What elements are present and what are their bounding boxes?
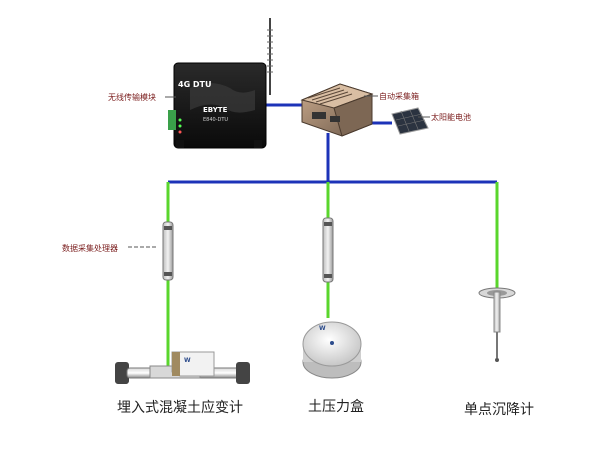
antenna-icon [267, 18, 273, 95]
pressure-cell-label: 土压力盒 [308, 399, 364, 415]
collector-label: 自动采集箱 [379, 92, 419, 101]
svg-text:W: W [319, 325, 326, 332]
processor-label: 数据采集处理器 [62, 244, 118, 253]
dtu-brand-text: EBYTE [203, 106, 228, 114]
processor-tube-middle [322, 217, 334, 283]
strain-gauge: W [115, 351, 250, 384]
strain-gauge-label: 埋入式混凝土应变计 [117, 400, 243, 416]
settlement-gauge [478, 287, 516, 362]
settlement-gauge-label: 单点沉降计 [464, 402, 534, 418]
processor-tube-left [162, 221, 174, 281]
dtu-model-text: 4G DTU [178, 80, 212, 89]
dtu-device: 4G DTU EBYTE E840-DTU [168, 62, 267, 149]
label-pointers [128, 95, 430, 248]
bus-lines [168, 103, 497, 184]
pressure-cell: W [302, 321, 362, 379]
solar-panel [391, 107, 429, 135]
dtu-sub-text: E840-DTU [203, 117, 228, 123]
solar-label: 太阳能电池 [431, 113, 471, 122]
svg-text:W: W [184, 357, 191, 364]
collector-box [300, 83, 374, 137]
dtu-label: 无线传输模块 [108, 93, 156, 102]
cable-lines [166, 182, 499, 368]
